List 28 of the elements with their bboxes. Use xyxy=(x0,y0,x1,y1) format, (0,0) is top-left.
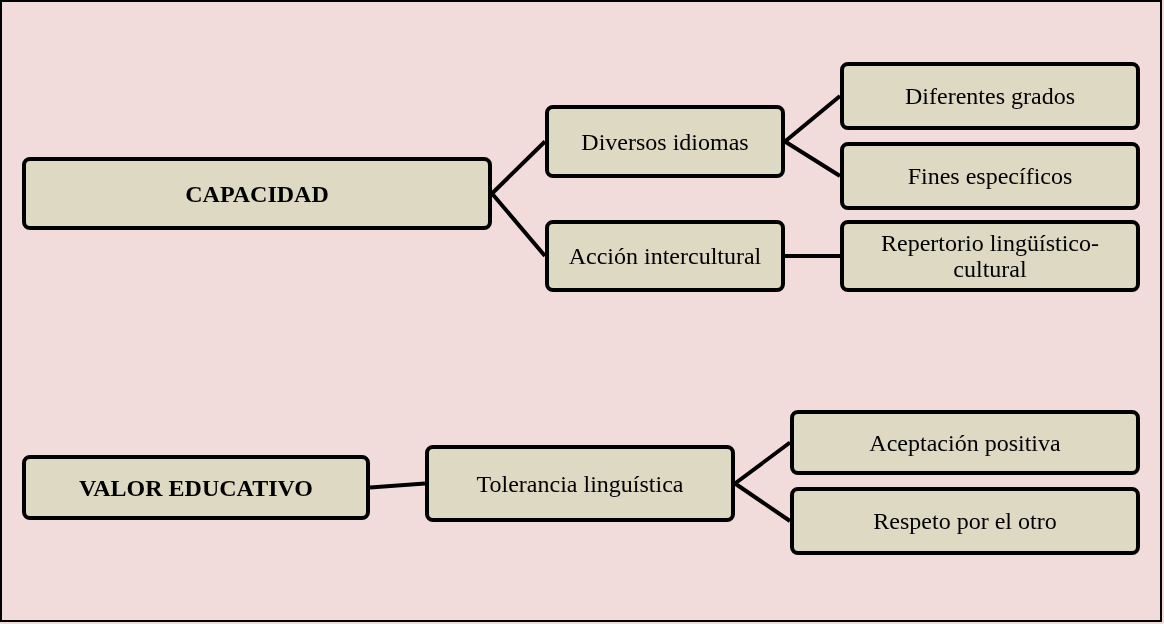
connector-line xyxy=(490,140,547,195)
connector-line xyxy=(783,94,842,144)
concept-box xyxy=(425,445,735,522)
connector-line xyxy=(783,139,842,178)
concept-box xyxy=(840,62,1140,130)
concept-box xyxy=(840,220,1140,292)
box-label: Acción intercultural xyxy=(568,243,762,269)
box-label: Diferentes grados xyxy=(905,83,1075,109)
concept-box xyxy=(790,410,1140,475)
concept-box xyxy=(790,487,1140,555)
box-label: Aceptación positiva xyxy=(869,429,1061,456)
connector-line xyxy=(733,440,792,486)
connector-line xyxy=(733,481,792,523)
concept-box xyxy=(22,157,492,230)
connector-line xyxy=(369,481,426,490)
box-label: Repertorio lingüístico-cultural xyxy=(880,230,1100,282)
box-label: VALOR EDUCATIVO xyxy=(79,474,313,501)
box-label: Diversos idiomas xyxy=(581,128,749,155)
connector-line xyxy=(490,192,547,258)
box-label: CAPACIDAD xyxy=(185,180,329,207)
concept-box xyxy=(545,105,785,178)
concept-box xyxy=(840,142,1140,210)
box-label: Respeto por el otro xyxy=(873,508,1057,534)
concept-box xyxy=(22,455,370,520)
connector-line xyxy=(785,254,840,258)
concept-box xyxy=(545,220,785,292)
box-label: Tolerancia linguística xyxy=(476,470,684,497)
box-label: Fines específicos xyxy=(907,163,1073,189)
